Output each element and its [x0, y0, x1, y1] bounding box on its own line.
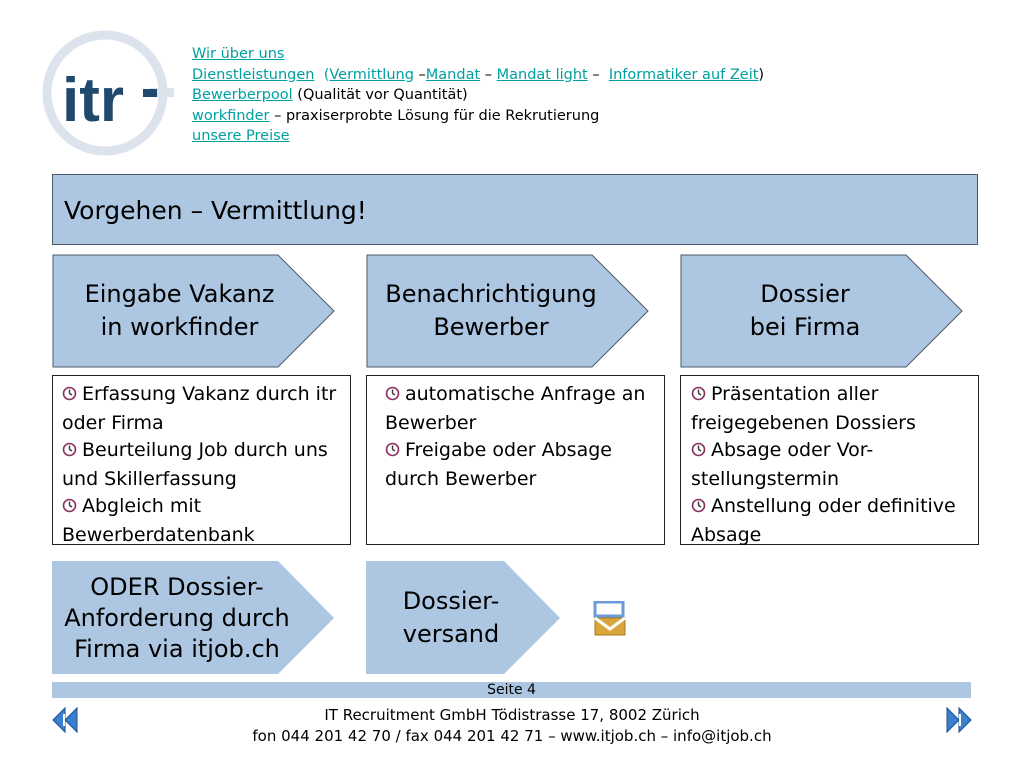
nav-paren-close: ) — [758, 66, 765, 83]
nav-dash: – — [484, 66, 493, 83]
step-label: bei Firma — [749, 313, 861, 341]
footer-address: IT Recruitment GmbH Tödistrasse 17, 8002… — [324, 706, 700, 724]
clock-icon — [385, 438, 400, 466]
link-informatiker-auf-zeit[interactable]: Informatiker auf Zeit — [608, 66, 759, 83]
link-vermittlung[interactable]: Vermittlung — [329, 66, 414, 83]
top-navigation: Wir über uns Dienstleistungen (Vermittlu… — [192, 44, 764, 147]
next-slide-icon[interactable] — [946, 706, 972, 738]
clock-icon — [691, 494, 706, 522]
detail-box-eingabe: Erfassung Vakanz durch itr oder Firma Be… — [52, 375, 351, 546]
page-number: Seite 4 — [52, 682, 971, 698]
clock-icon — [385, 382, 400, 410]
link-wir-ueber-uns[interactable]: Wir über uns — [192, 46, 285, 62]
step-arrow-dossier: Dossier bei Firma — [680, 254, 964, 368]
step-label: Eingabe Vakanz — [84, 280, 275, 308]
step-label: Dossier — [760, 280, 850, 308]
step-arrow-eingabe: Eingabe Vakanz in workfinder — [52, 254, 336, 368]
itr-logo: itr — [40, 28, 175, 158]
bewerberpool-note: (Qualität vor Quantität) — [297, 87, 468, 103]
link-unsere-preise[interactable]: unsere Preise — [192, 128, 290, 144]
step-label: Dossier- — [402, 587, 500, 615]
footer: IT Recruitment GmbH Tödistrasse 17, 8002… — [160, 705, 864, 747]
logo-text: itr — [62, 66, 124, 135]
clock-icon — [691, 438, 706, 466]
detail-box-dossier: Präsentation aller freigegebenen Dossier… — [680, 375, 979, 546]
step-label: Bewerber — [433, 313, 549, 341]
link-mandat[interactable]: Mandat — [425, 66, 481, 83]
link-dienstleistungen[interactable]: Dienstleistungen — [192, 66, 315, 83]
footer-contact: fon 044 201 42 70 / fax 044 201 42 71 – … — [252, 727, 772, 745]
clock-icon — [62, 438, 77, 466]
detail-item: Anstellung oder definitive Absage — [691, 494, 956, 546]
step-arrow-dossier-versand: Dossier- versand — [366, 561, 562, 675]
step-arrow-dossier-anforderung: ODER Dossier- Anforderung durch Firma vi… — [52, 561, 336, 675]
step-label: Benachrichtigung — [385, 280, 597, 308]
detail-item: Absage oder Vor-stellungstermin — [691, 438, 874, 490]
clock-icon — [62, 382, 77, 410]
clock-icon — [691, 382, 706, 410]
nav-dash: – — [418, 66, 426, 83]
previous-slide-icon[interactable] — [52, 706, 78, 738]
clock-icon — [62, 494, 77, 522]
link-workfinder[interactable]: workfinder — [192, 107, 270, 124]
step-label: ODER Dossier- — [90, 572, 264, 601]
nav-paren-open: ( — [323, 66, 330, 83]
step-label: versand — [402, 620, 500, 648]
link-mandat-light[interactable]: Mandat light — [496, 66, 588, 83]
detail-item: Abgleich mit Bewerberdatenbank — [62, 494, 255, 546]
link-bewerberpool[interactable]: Bewerberpool — [192, 87, 293, 103]
workfinder-note: – praxiserprobte Lösung für die Rekrutie… — [274, 107, 600, 124]
slide-title: Vorgehen – Vermittlung! — [52, 174, 978, 245]
detail-item: automatische Anfrage an Bewerber — [385, 382, 646, 434]
detail-box-benachrichtigung: automatische Anfrage an Bewerber Freigab… — [366, 375, 665, 545]
step-label: in workfinder — [100, 313, 259, 341]
nav-dash: – — [592, 66, 600, 83]
step-label: Firma via itjob.ch — [74, 634, 280, 663]
detail-item: Präsentation aller freigegebenen Dossier… — [691, 382, 916, 434]
step-label: Anforderung durch — [64, 603, 290, 632]
step-arrow-benachrichtigung: Benachrichtigung Bewerber — [366, 254, 650, 368]
envelope-icon[interactable] — [593, 600, 627, 641]
detail-item: Freigabe oder Absage durch Bewerber — [385, 438, 612, 490]
detail-item: Beurteilung Job durch uns und Skillerfas… — [62, 438, 328, 490]
detail-item: Erfassung Vakanz durch itr oder Firma — [62, 382, 337, 434]
